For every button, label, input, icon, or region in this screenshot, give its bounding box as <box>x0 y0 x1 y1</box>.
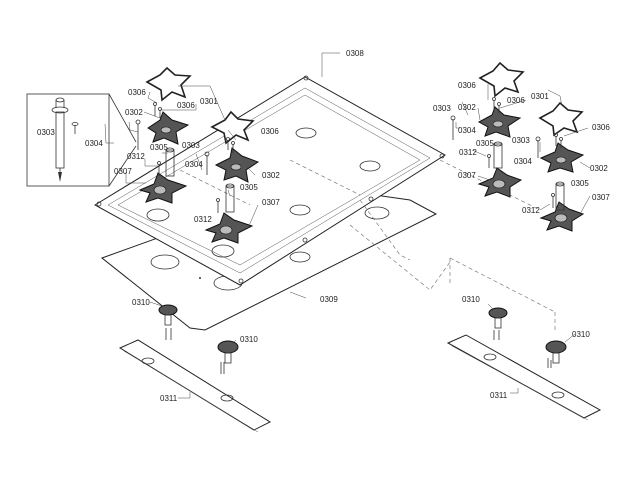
burner-cap-star-icon <box>538 101 584 137</box>
label-0310: 0310 <box>132 298 150 307</box>
label-0311: 0311 <box>490 391 508 400</box>
label-0302: 0302 <box>458 103 476 112</box>
valves-0310 <box>158 304 567 374</box>
label-0303: 0303 <box>37 128 55 137</box>
right-burner-heads <box>477 106 585 232</box>
label-0303: 0303 <box>182 141 200 150</box>
label-0308: 0308 <box>346 49 364 58</box>
label-0305: 0305 <box>571 179 589 188</box>
label-0306: 0306 <box>592 123 610 132</box>
label-0307: 0307 <box>592 193 610 202</box>
valve-icon <box>217 340 239 374</box>
label-0310: 0310 <box>572 330 590 339</box>
label-0306: 0306 <box>507 96 525 105</box>
label-0302: 0302 <box>262 171 280 180</box>
label-0301: 0301 <box>200 97 218 106</box>
label-0301: 0301 <box>531 92 549 101</box>
burner-cap-star-icon <box>145 66 192 102</box>
label-0309: 0309 <box>320 295 338 304</box>
electrode-large-icon <box>51 97 69 182</box>
right-small-parts <box>450 97 565 211</box>
label-0305: 0305 <box>150 143 168 152</box>
label-0304: 0304 <box>514 157 532 166</box>
label-0303: 0303 <box>433 104 451 113</box>
label-0307: 0307 <box>262 198 280 207</box>
label-0304: 0304 <box>85 139 103 148</box>
left-small-parts <box>135 102 235 213</box>
label-0306: 0306 <box>128 88 146 97</box>
burner-cap-star-icon <box>210 110 255 145</box>
label-0306: 0306 <box>458 81 476 90</box>
label-0307: 0307 <box>458 171 476 180</box>
left-burner-caps <box>145 66 255 145</box>
valve-icon <box>545 340 567 368</box>
label-0302: 0302 <box>590 164 608 173</box>
label-0310: 0310 <box>462 295 480 304</box>
label-0312: 0312 <box>194 215 212 224</box>
label-0310: 0310 <box>240 335 258 344</box>
label-0312: 0312 <box>127 152 145 161</box>
leader-lines <box>104 52 591 399</box>
label-0306: 0306 <box>177 101 195 110</box>
label-0305: 0305 <box>476 139 494 148</box>
valve-icon <box>488 307 508 340</box>
projection-lines <box>349 159 556 330</box>
label-0312: 0312 <box>459 148 477 157</box>
burner-cap-star-icon <box>478 61 525 98</box>
label-0307: 0307 <box>114 167 132 176</box>
label-0302: 0302 <box>125 108 143 117</box>
label-0311: 0311 <box>160 394 178 403</box>
label-0312: 0312 <box>522 206 540 215</box>
right-burner-caps <box>478 61 584 137</box>
label-0304: 0304 <box>458 126 476 135</box>
left-burner-heads <box>138 111 260 244</box>
electrode-screw-icon <box>71 122 79 134</box>
label-0304: 0304 <box>185 160 203 169</box>
label-0303: 0303 <box>512 136 530 145</box>
electrode-detail-inset <box>26 93 137 187</box>
label-0305: 0305 <box>240 183 258 192</box>
part-labels: 0303 0304 0306 0306 0301 0302 0305 0303 … <box>37 49 610 403</box>
valve-icon <box>158 304 178 340</box>
rails-0311 <box>118 334 602 433</box>
label-0306: 0306 <box>261 127 279 136</box>
